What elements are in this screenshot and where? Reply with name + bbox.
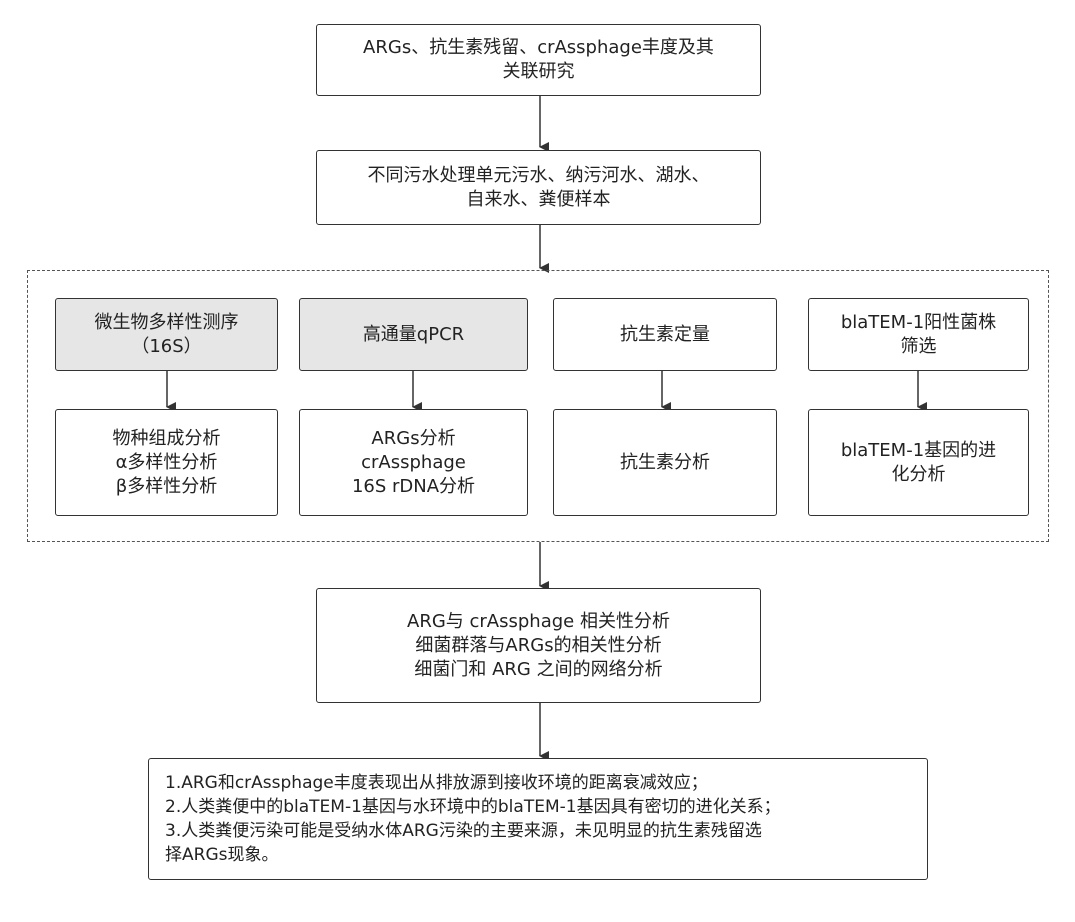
method-box-strain-screening: blaTEM-1阳性菌株 筛选 [808,298,1029,371]
analysis-4-line-2: 化分析 [891,463,946,485]
analysis-box-evolution: blaTEM-1基因的进 化分析 [808,409,1029,516]
analysis-3-line-1: 抗生素分析 [620,451,710,473]
conclusion-3: 3.人类粪便污染可能是受纳水体ARG污染的主要来源，未见明显的抗生素残留选 [165,821,762,841]
methods-group-border [27,270,1049,542]
conclusion-1: 1.ARG和crAssphage丰度表现出从排放源到接收环境的距离衰减效应； [165,773,708,793]
analysis-2-line-2: crAssphage [361,451,466,473]
correlation-analysis-box: ARG与 crAssphage 相关性分析 细菌群落与ARGs的相关性分析 细菌… [316,588,761,703]
analysis-box-args: ARGs分析 crAssphage 16S rDNA分析 [299,409,528,516]
analysis-4-line-1: blaTEM-1基因的进 [840,439,997,461]
method-box-antibiotic-quantification: 抗生素定量 [553,298,777,371]
research-topic-line-2: 关联研究 [502,61,575,82]
conclusion-4: 择ARGs现象。 [165,845,279,865]
method-2-line-1: 高通量qPCR [362,323,465,345]
analysis-box-diversity: 物种组成分析 α多样性分析 β多样性分析 [55,409,278,516]
analysis-1-line-2: α多样性分析 [115,451,218,473]
correlation-line-3: 细菌门和 ARG 之间的网络分析 [414,658,663,680]
analysis-1-line-1: 物种组成分析 [112,427,221,449]
conclusions-box: 1.ARG和crAssphage丰度表现出从排放源到接收环境的距离衰减效应； 2… [148,758,928,880]
analysis-box-antibiotic: 抗生素分析 [553,409,777,516]
method-1-line-2: （16S） [131,336,202,357]
research-topic-box: ARGs、抗生素残留、crAssphage丰度及其 关联研究 [316,24,761,96]
method-4-line-1: blaTEM-1阳性菌株 [840,312,997,333]
samples-line-1: 不同污水处理单元污水、纳污河水、湖水、 [367,164,710,186]
method-box-qpcr: 高通量qPCR [299,298,528,371]
method-4-line-2: 筛选 [900,336,937,357]
samples-box: 不同污水处理单元污水、纳污河水、湖水、 自来水、粪便样本 [316,150,761,225]
analysis-1-line-3: β多样性分析 [115,475,218,497]
method-3-line-1: 抗生素定量 [620,323,710,345]
method-box-16s-sequencing: 微生物多样性测序 （16S） [55,298,278,371]
conclusion-2: 2.人类粪便中的blaTEM-1基因与水环境中的blaTEM-1基因具有密切的进… [165,797,781,817]
analysis-2-line-3: 16S rDNA分析 [351,475,476,497]
analysis-2-line-1: ARGs分析 [371,427,456,449]
correlation-line-2: 细菌群落与ARGs的相关性分析 [415,634,662,656]
research-topic-line-1: ARGs、抗生素残留、crAssphage丰度及其 [363,37,714,58]
correlation-line-1: ARG与 crAssphage 相关性分析 [407,610,670,632]
samples-line-2: 自来水、粪便样本 [466,188,611,210]
method-1-line-1: 微生物多样性测序 [94,312,239,333]
